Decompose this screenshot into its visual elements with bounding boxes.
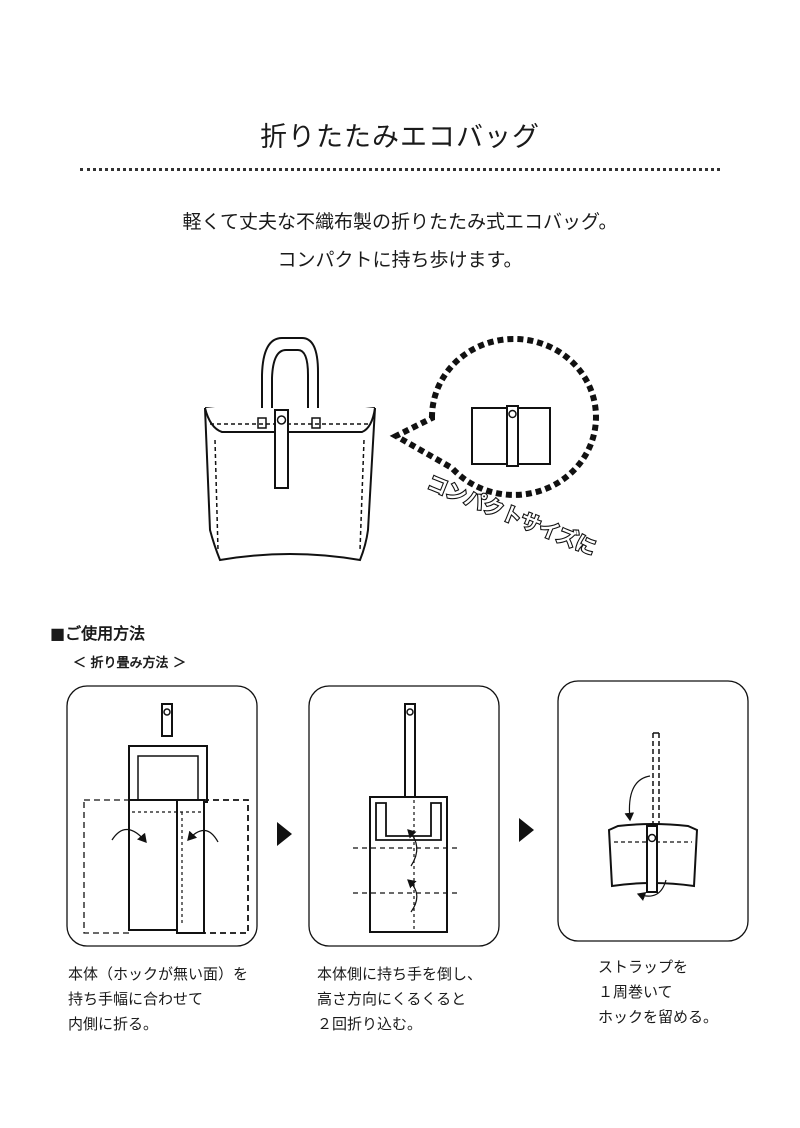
compact-callout-bubble: コンパクトサイズに <box>389 335 601 561</box>
dotted-divider <box>80 168 720 171</box>
arrow-right-icon <box>277 822 292 846</box>
tote-bag-illustration <box>204 337 376 562</box>
tagline-line-1: 軽くて丈夫な不織布製の折りたたみ式エコバッグ。 <box>182 211 618 233</box>
fold-heading: ＜ 折り畳み方法 ＞ <box>73 656 187 671</box>
tagline-line-2: コンパクトに持ち歩けます。 <box>277 249 523 271</box>
step-3-line-2: １周巻いて <box>598 983 673 1001</box>
bubble-label: コンパクトサイズに <box>424 470 599 559</box>
step-2-line-1: 本体側に持ち手を倒し、 <box>317 965 483 983</box>
arrow-right-icon <box>519 818 534 842</box>
page-title: 折りたたみエコバッグ <box>260 122 540 153</box>
step-1-line-2: 持ち手幅に合わせて <box>68 990 204 1008</box>
step-1-line-3: 内側に折る。 <box>68 1015 159 1033</box>
step-3-panel <box>557 680 749 942</box>
step-2-illustration <box>353 703 458 933</box>
step-2-line-2: 高さ方向にくるくると <box>317 990 467 1008</box>
usage-heading: ■ご使用方法 <box>50 624 146 643</box>
step-1-illustration <box>83 703 249 934</box>
step-2-line-3: ２回折り込む。 <box>317 1015 423 1033</box>
step-1-line-1: 本体（ホックが無い面）を <box>68 965 249 983</box>
step-1-panel <box>66 685 258 947</box>
step-2-panel <box>308 685 500 947</box>
step-3-illustration <box>607 732 699 901</box>
step-1-caption: 本体（ホックが無い面）を 持ち手幅に合わせて 内側に折る。 <box>68 962 248 1037</box>
step-3-caption: ストラップを １周巻いて ホックを留める。 <box>598 955 718 1030</box>
step-3-line-1: ストラップを <box>598 958 689 976</box>
step-3-line-3: ホックを留める。 <box>598 1008 719 1026</box>
step-2-caption: 本体側に持ち手を倒し、 高さ方向にくるくると ２回折り込む。 <box>317 962 482 1037</box>
